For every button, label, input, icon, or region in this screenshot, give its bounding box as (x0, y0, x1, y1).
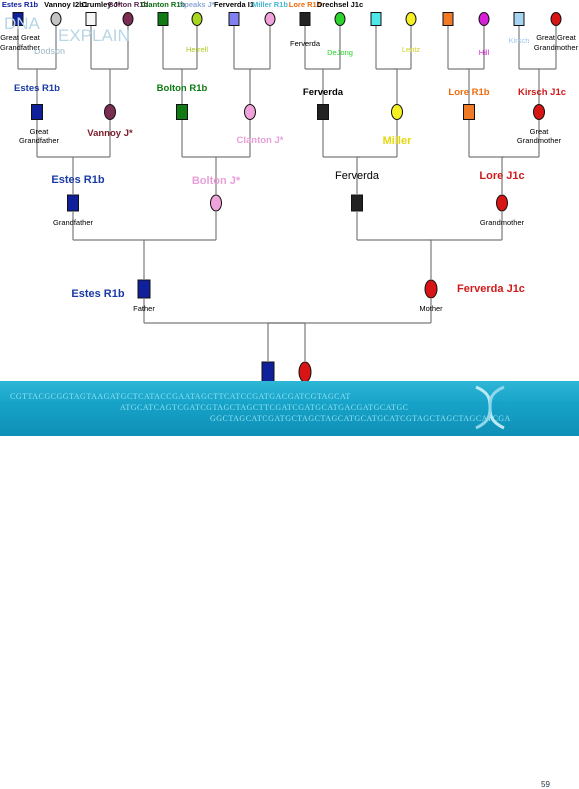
female-symbol (244, 104, 256, 120)
female-symbol (334, 12, 346, 26)
male-symbol (31, 104, 43, 120)
relation-caption: Grandmother (517, 136, 562, 145)
logo-explain-text: EXPLAIN (58, 26, 130, 45)
relation-caption: Great (30, 127, 50, 136)
ancestor-note: Grandfather (0, 43, 41, 52)
male-symbol (137, 279, 151, 299)
male-symbol (12, 12, 24, 26)
ancestor-label: Estes R1b (14, 83, 60, 94)
ancestor-note: Lentz (402, 45, 421, 54)
ancestor-label: Speaks J* (179, 0, 215, 9)
ancestor-label: Ferverda J1c (457, 283, 525, 295)
female-symbol (424, 279, 438, 299)
male-symbol (67, 194, 79, 212)
ancestor-label: Ferverda (335, 170, 380, 182)
female-symbol (298, 361, 312, 383)
ancestor-note: Herrell (186, 45, 208, 54)
logo-subtitle: Dodson (34, 46, 66, 56)
male-symbol (463, 104, 475, 120)
relation-caption: Grandfather (19, 136, 60, 145)
ancestor-label: Ferverda (303, 87, 344, 98)
ancestor-label: Miller (383, 135, 412, 147)
ancestor-label: Vannoy I2b1 (44, 0, 88, 9)
ancestor-label: Kirsch J1c (518, 87, 566, 98)
female-symbol (50, 12, 62, 26)
male-symbol (513, 12, 525, 26)
relation-caption: Grandmother (480, 218, 525, 227)
ancestor-label: Miller R1b (252, 0, 288, 9)
ancestor-label: Estes R1b (71, 288, 124, 300)
ancestor-label: Lore J1c (479, 170, 524, 182)
ancestor-label: Bolton J* (192, 175, 241, 187)
male-symbol (176, 104, 188, 120)
ancestor-note: Great Great (0, 33, 41, 42)
female-symbol (533, 104, 545, 120)
relation-caption: Mother (419, 304, 443, 313)
page-number: 59 (541, 780, 550, 789)
footer-banner: CGTTACGCGGTAGTAAGATGCTCATACCGAATAGCTTCAT… (0, 381, 579, 789)
relation-caption: Great (530, 127, 550, 136)
female-symbol (264, 12, 276, 26)
ancestor-label: Crumley J* (81, 0, 120, 9)
relation-caption: Father (133, 304, 155, 313)
male-symbol (317, 104, 329, 120)
ancestor-label: Lore R1b (448, 87, 489, 98)
female-symbol (405, 12, 417, 26)
male-symbol (299, 12, 311, 26)
male-symbol (442, 12, 454, 26)
male-symbol (351, 194, 363, 212)
ancestor-label: Bolton R1b (157, 83, 208, 94)
female-symbol (496, 194, 508, 212)
dna-sequence-line: ATGCATCAGTCGATCGTAGCTAGCTTCGATCGATGCATGA… (120, 403, 409, 412)
ancestor-note: Great Great (536, 33, 577, 42)
ancestor-label: Lore R1b (289, 0, 322, 9)
ancestor-note: DeJong (327, 48, 353, 57)
male-symbol (157, 12, 169, 26)
dna-sequence-line: CGTTACGCGGTAGTAAGATGCTCATACCGAATAGCTTCAT… (10, 392, 351, 401)
ancestor-label: Estes R1b (2, 0, 39, 9)
female-symbol (478, 12, 490, 26)
ancestor-label: Estes R1b (51, 174, 104, 186)
ancestor-note: Kirsch (509, 36, 530, 45)
ancestor-label: Clanton R1b (141, 0, 186, 9)
female-symbol (391, 104, 403, 120)
ancestor-label: Drechsel J1c (317, 0, 363, 9)
male-symbol (370, 12, 382, 26)
female-symbol (191, 12, 203, 26)
male-symbol (85, 12, 97, 26)
dna-sequence-line: GGCTAGCATCGATGCTAGCTAGCATGCATGCATCGTAGCT… (210, 414, 511, 423)
male-symbol (228, 12, 240, 26)
ancestor-note: Ferverda (290, 39, 321, 48)
male-symbol (261, 361, 275, 383)
ancestor-label: Bolton R1b (108, 0, 148, 9)
ancestor-note: Hill (479, 48, 490, 57)
ancestor-note: Grandmother (534, 43, 579, 52)
female-symbol (210, 194, 222, 212)
logo-dna-text: DNA (4, 14, 40, 33)
ancestor-label: Ferverda I1 (214, 0, 254, 9)
female-symbol (122, 12, 134, 26)
female-symbol (104, 104, 116, 120)
relation-caption: Grandfather (53, 218, 94, 227)
dna-helix-icon (475, 385, 505, 430)
ancestor-label: Vannoy J* (87, 128, 133, 139)
ancestor-label: Clanton J* (237, 135, 284, 146)
female-symbol (550, 12, 562, 26)
